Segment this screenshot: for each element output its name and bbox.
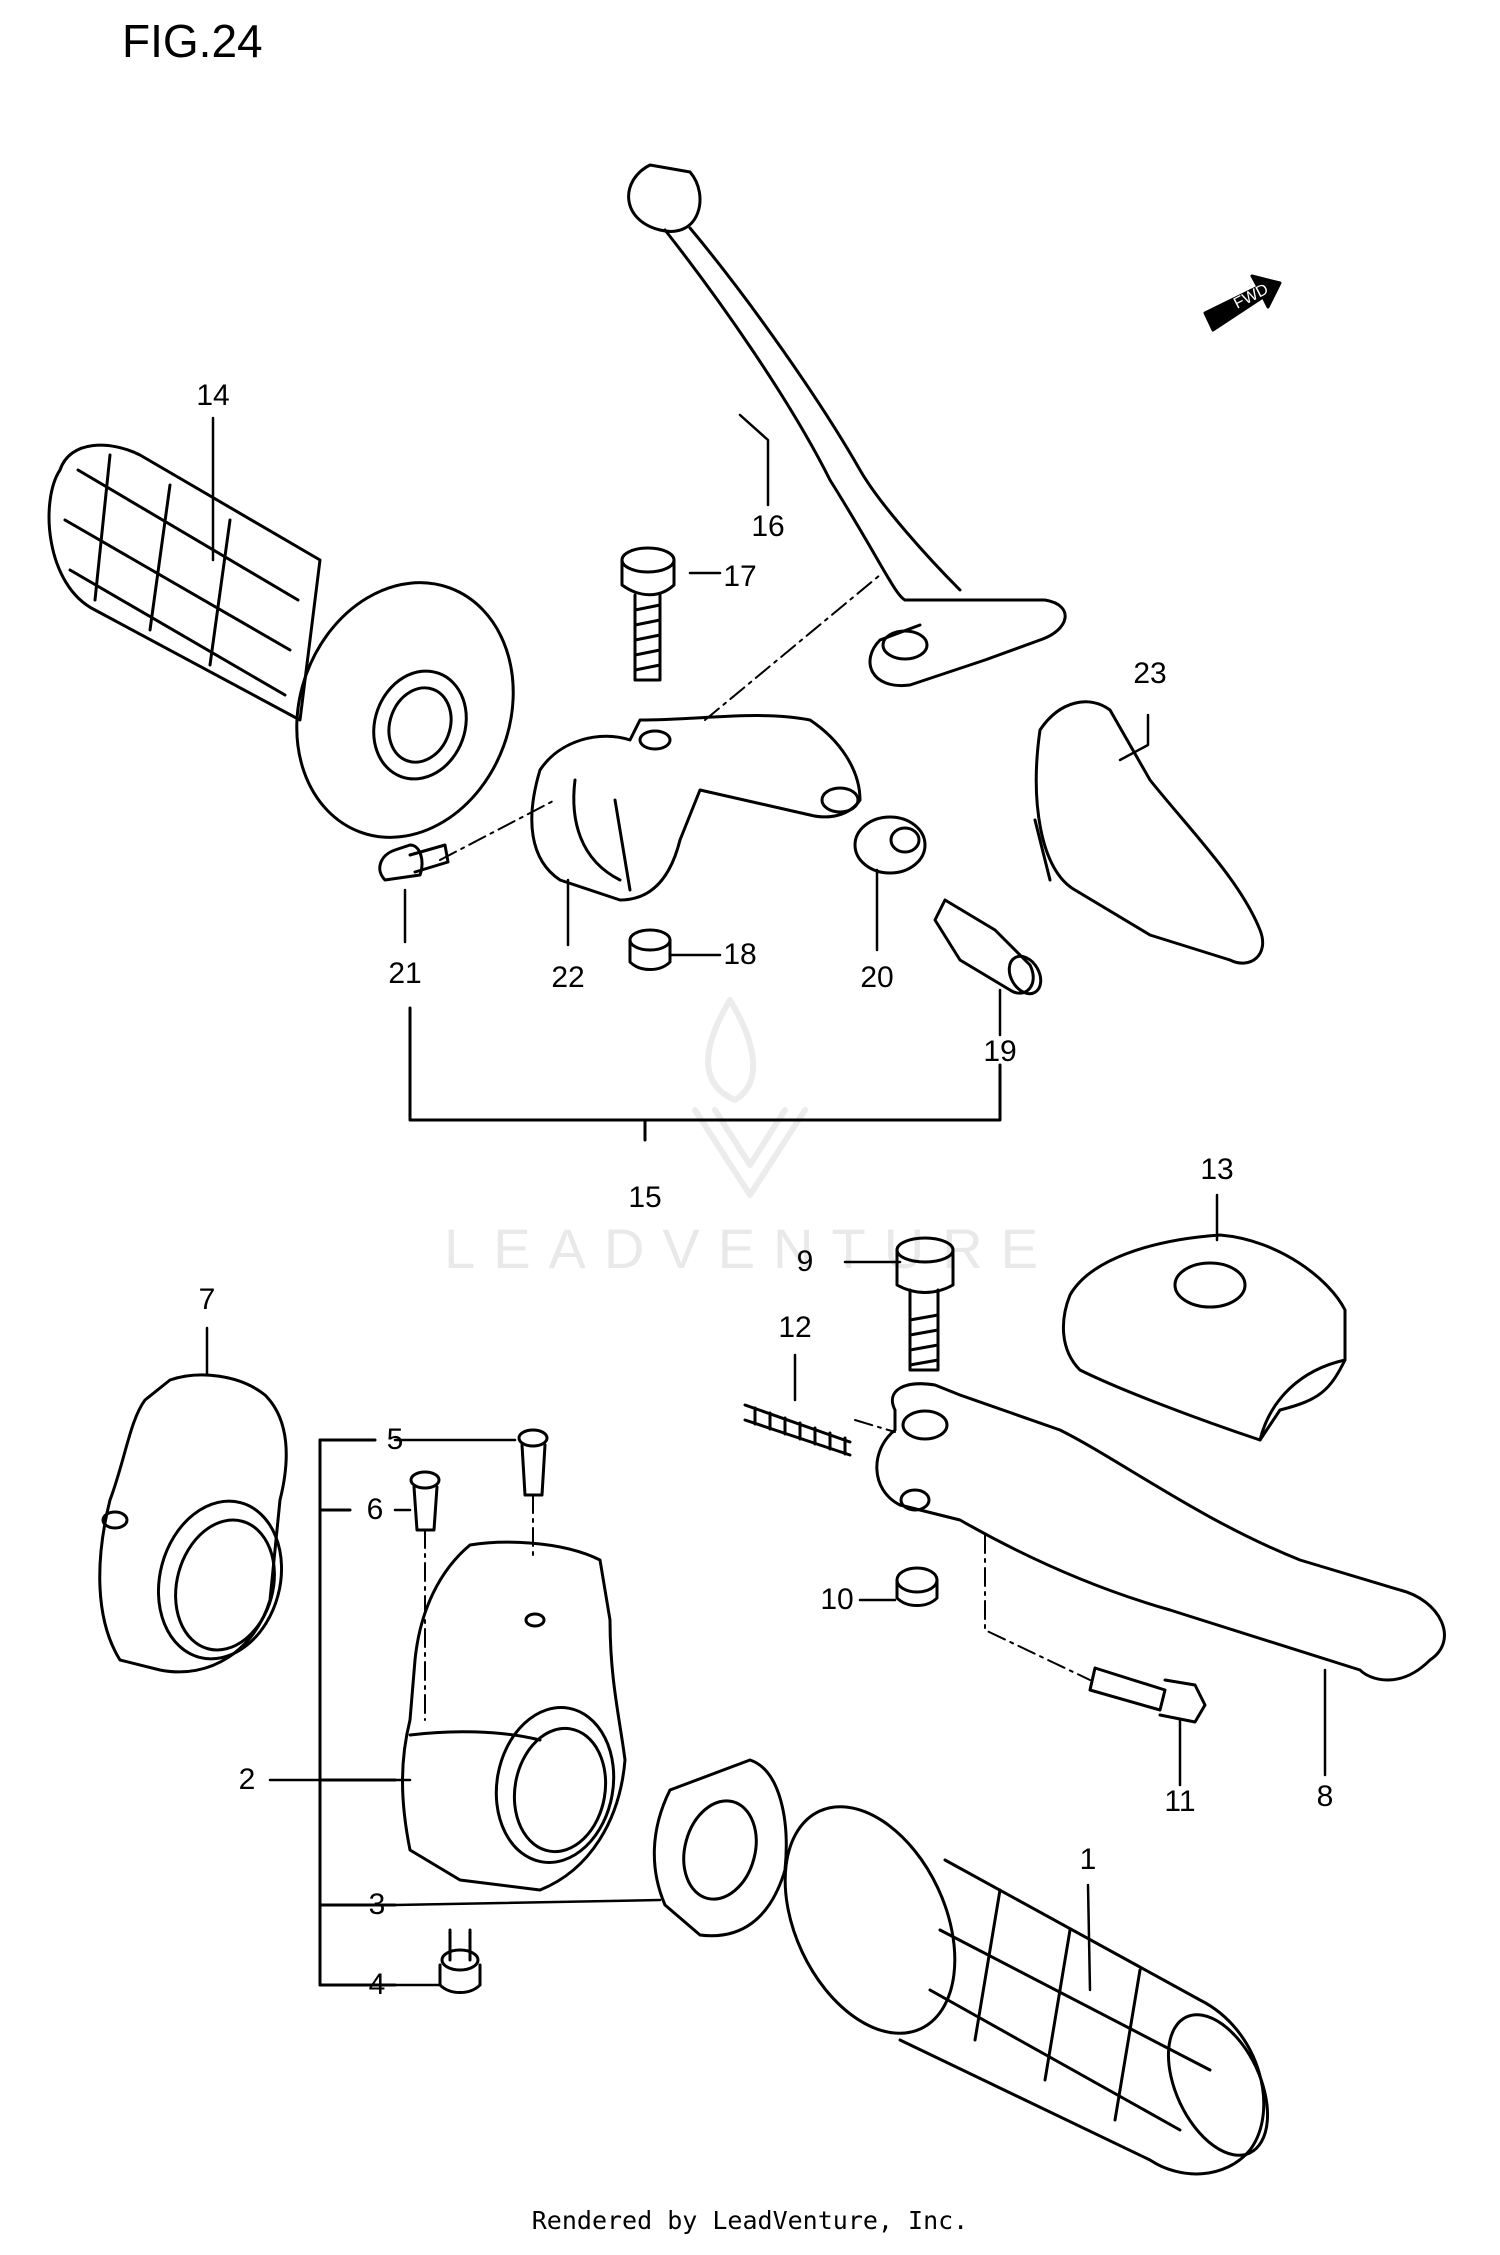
nut-part-10 xyxy=(895,1566,939,1607)
callout-14: 14 xyxy=(196,379,230,412)
throttle-housing-part-2 xyxy=(401,1540,627,1892)
callout-19: 19 xyxy=(983,1035,1017,1068)
fwd-arrow-icon xyxy=(1203,274,1282,332)
footer-credit: Rendered by LeadVenture, Inc. xyxy=(531,2206,969,2235)
lever-holder-part-22 xyxy=(530,714,862,902)
callout-9: 9 xyxy=(796,1245,814,1278)
callout-18: 18 xyxy=(723,938,757,971)
bolt-part-11 xyxy=(1088,1666,1207,1724)
watermark-logo xyxy=(692,997,808,1198)
watermark-brand: LEADVENTURE xyxy=(444,1217,1056,1280)
callout-1: 1 xyxy=(1079,1843,1097,1876)
left-grip-part-14 xyxy=(47,443,515,839)
lever-cover-part-23 xyxy=(1033,700,1265,965)
screw-part-5 xyxy=(517,1428,549,1497)
callout-7: 7 xyxy=(198,1283,216,1316)
clutch-lever-part-16 xyxy=(627,163,1067,688)
bolt-part-21 xyxy=(378,843,450,882)
callout-12: 12 xyxy=(778,1311,812,1344)
callout-22: 22 xyxy=(551,961,585,994)
callout-20: 20 xyxy=(860,961,894,994)
callout-4: 4 xyxy=(368,1968,386,2001)
figure-title: FIG.24 xyxy=(122,15,263,67)
callout-5: 5 xyxy=(386,1423,404,1456)
callout-23: 23 xyxy=(1133,657,1167,690)
cover-part-13 xyxy=(1061,1233,1347,1442)
throttle-plate-part-3 xyxy=(652,1758,788,1938)
callout-17: 17 xyxy=(723,560,757,593)
callout-21: 21 xyxy=(388,957,422,990)
callout-11: 11 xyxy=(1164,1785,1196,1818)
spring-part-12 xyxy=(743,1403,852,1457)
callout-10: 10 xyxy=(820,1583,854,1616)
callout-3: 3 xyxy=(368,1888,386,1921)
callout-2: 2 xyxy=(238,1763,256,1796)
callout-16: 16 xyxy=(751,510,785,543)
leader-lines xyxy=(205,413,1327,1992)
bolt-part-17 xyxy=(620,546,676,682)
callout-13: 13 xyxy=(1200,1153,1234,1186)
nut-part-18 xyxy=(628,928,672,971)
switch-cover-part-7 xyxy=(98,1373,288,1674)
adjuster-part-19 xyxy=(933,898,1043,996)
bolt-part-4 xyxy=(438,1928,482,1994)
screw-part-6 xyxy=(409,1470,441,1532)
bracket-part-15 xyxy=(408,1006,1002,1142)
callout-8: 8 xyxy=(1316,1780,1334,1813)
brake-lever-part-8 xyxy=(875,1382,1446,1682)
ring-nut-part-20 xyxy=(853,815,927,875)
alignment-lines xyxy=(424,574,1091,1721)
right-grip-part-1 xyxy=(783,1805,1270,2176)
fwd-arrow-label: FWD xyxy=(1231,281,1271,313)
pin-bolt-part-9 xyxy=(895,1236,955,1372)
callout-6: 6 xyxy=(366,1493,384,1526)
callout-15: 15 xyxy=(628,1181,662,1214)
